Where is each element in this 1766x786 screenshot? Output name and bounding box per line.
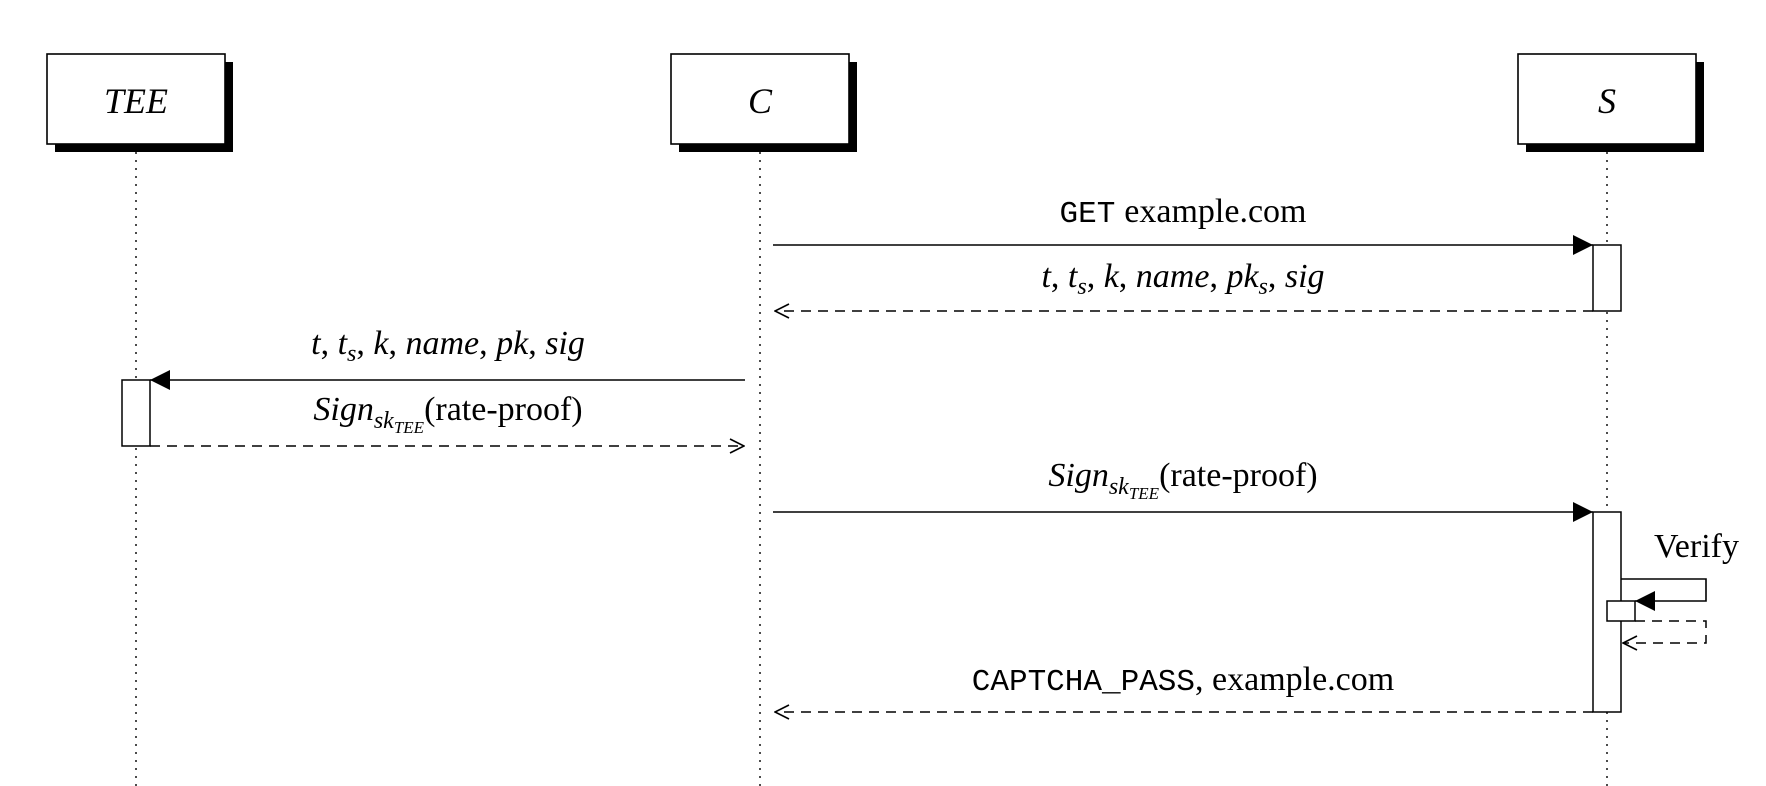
message-verify: Verify xyxy=(1621,528,1739,643)
message-forward: t, ts, k, name, pk, sig xyxy=(150,325,745,390)
message-sign-reply: SignskTEE(rate-proof) xyxy=(150,391,744,446)
actor-tee-label: TEE xyxy=(104,81,168,121)
message-challenge-label: t, ts, k, name, pks, sig xyxy=(1041,258,1324,300)
message-get-method: GET xyxy=(1059,197,1115,232)
actor-c-label: C xyxy=(748,81,773,121)
message-get: GET example.com xyxy=(773,193,1593,255)
message-challenge: t, ts, k, name, pks, sig xyxy=(775,258,1593,311)
message-verify-return-arrow xyxy=(1623,620,1707,643)
message-verify-label: Verify xyxy=(1654,528,1739,565)
actor-tee-box xyxy=(46,53,226,145)
message-get-target: example.com xyxy=(1124,193,1306,230)
message-pass: CAPTCHA_PASS, example.com xyxy=(775,661,1593,712)
actor-s: S xyxy=(1517,53,1704,152)
message-sign-send: SignskTEE(rate-proof) xyxy=(773,457,1593,522)
activation-tee xyxy=(121,379,151,447)
activation-s-1 xyxy=(1592,244,1622,312)
message-pass-rest: , example.com xyxy=(1195,661,1394,698)
message-forward-label: t, ts, k, name, pk, sig xyxy=(311,325,585,367)
message-get-label: GET example.com xyxy=(1059,193,1306,232)
actor-s-box xyxy=(1517,53,1697,145)
actor-s-label: S xyxy=(1598,81,1616,121)
message-sign-send-label: SignskTEE(rate-proof) xyxy=(1048,457,1317,503)
actor-c-box xyxy=(670,53,850,145)
message-verify-arrow xyxy=(1621,578,1707,611)
message-pass-token: CAPTCHA_PASS xyxy=(972,665,1195,700)
activation-s-nested xyxy=(1606,600,1636,622)
actor-c: C xyxy=(670,53,857,152)
message-sign-reply-label: SignskTEE(rate-proof) xyxy=(313,391,582,437)
actor-tee: TEE xyxy=(46,53,233,152)
message-pass-label: CAPTCHA_PASS, example.com xyxy=(972,661,1394,700)
